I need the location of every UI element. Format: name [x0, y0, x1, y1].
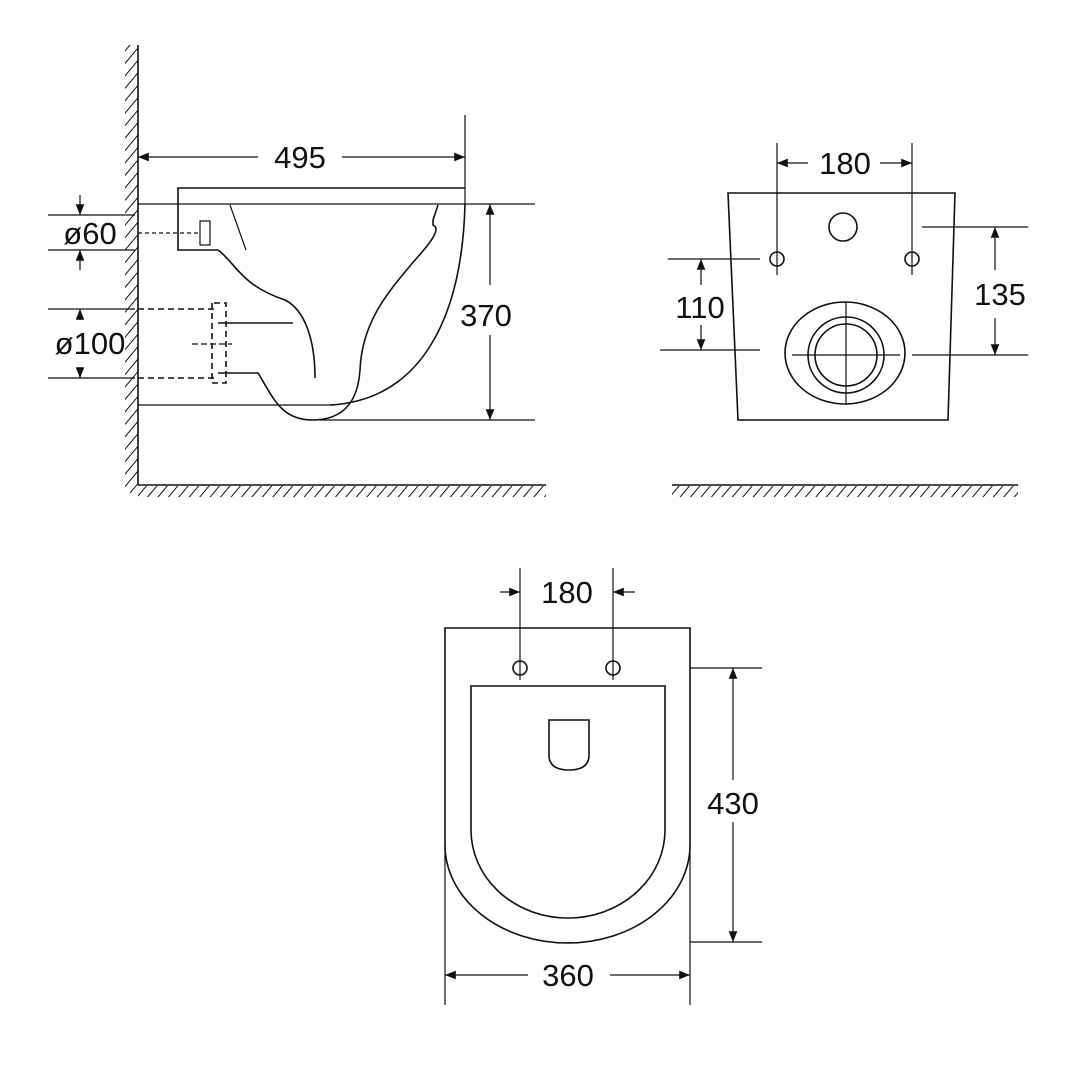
seat-outline: [470, 685, 666, 919]
rim-line: [229, 204, 247, 251]
seat-outline: [177, 187, 465, 251]
top-view: 180 430 360: [444, 568, 762, 1005]
rear-bolt-spacing-dimension: 180: [819, 146, 871, 181]
top-bolt-spacing-dimension: 180: [541, 575, 593, 610]
wall-hatch: [125, 45, 138, 493]
bolt-hole: [769, 251, 785, 267]
bowl-outer-back: [329, 203, 466, 406]
bolt-hole: [904, 251, 920, 267]
seat-cutout: [548, 719, 590, 771]
depth-dimension: 495: [274, 140, 326, 175]
rear-outline: [727, 192, 956, 421]
outlet-flange: [784, 301, 906, 405]
water-inlet-hole: [828, 212, 858, 242]
floor-hatch: [138, 486, 546, 497]
outlet-diameter-dimension: ø100: [55, 326, 126, 361]
width-dimension: 360: [542, 958, 594, 993]
outlet-dashed: [138, 302, 227, 384]
trap-curve: [218, 204, 439, 421]
inlet-connector: [199, 220, 211, 246]
bolt-height-dimension: 110: [675, 290, 724, 325]
length-dimension: 430: [707, 786, 759, 821]
inlet-height-dimension: 135: [974, 277, 1026, 312]
rear-view: 180 110 135: [660, 143, 1028, 497]
bowl-outline: [444, 627, 691, 944]
inlet-diameter-dimension: ø60: [63, 216, 116, 251]
floor-hatch: [672, 486, 1018, 497]
bowl-front-curve: [217, 249, 316, 379]
height-dimension: 370: [460, 298, 512, 333]
side-view: 495 ø60 ø100 370: [48, 45, 546, 497]
